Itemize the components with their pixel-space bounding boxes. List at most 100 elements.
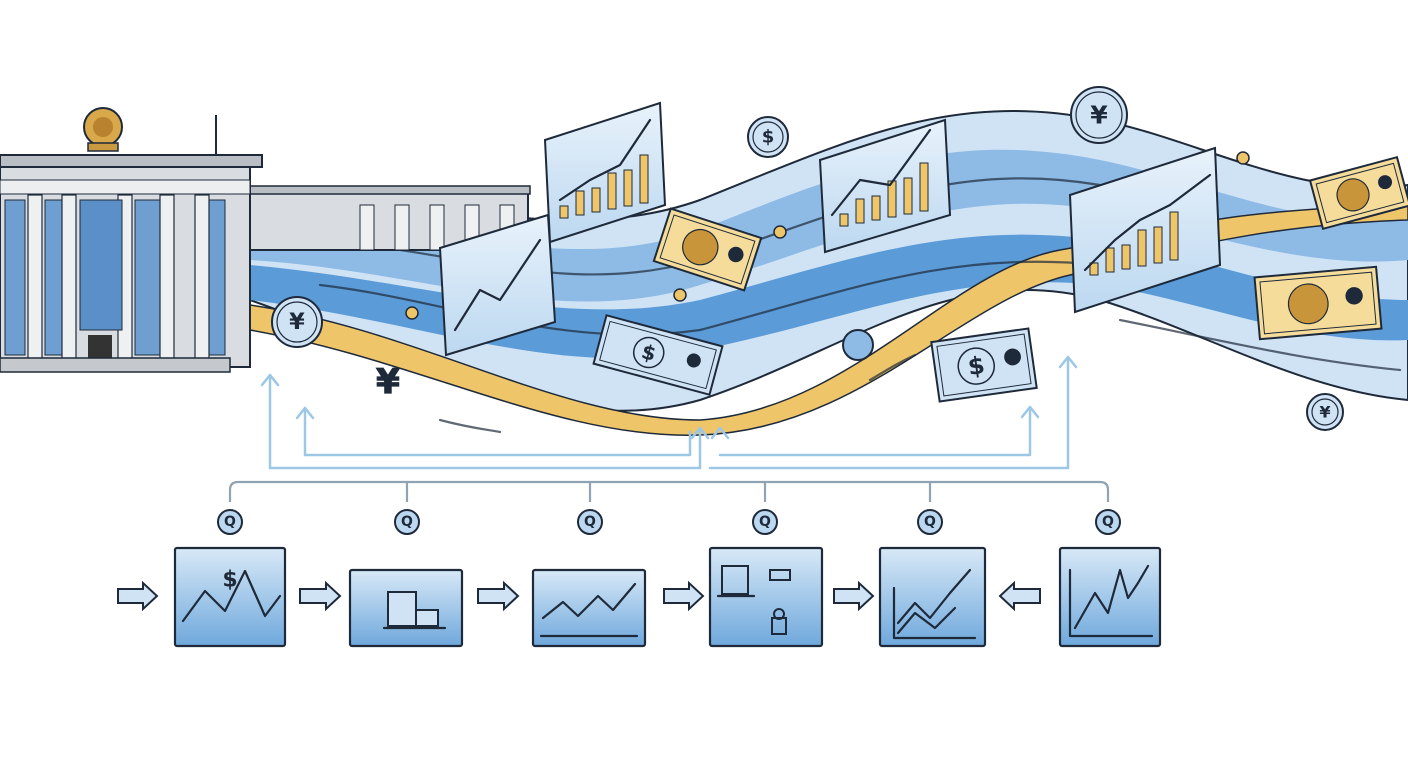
chart-bar [855, 198, 865, 224]
seal [1345, 287, 1363, 305]
portrait [1287, 283, 1329, 325]
chart-bar [1137, 229, 1147, 267]
bank-lock-icon [716, 565, 791, 635]
arrow-right-icon [477, 580, 520, 612]
query-badge-icon: Q [577, 509, 603, 535]
badge-label: Q [401, 514, 413, 530]
growth-chart-icon [892, 568, 977, 640]
coin-symbol: $ [762, 127, 775, 148]
process-step[interactable]: Q [531, 509, 647, 648]
window [4, 199, 26, 356]
query-badge-icon: Q [917, 509, 943, 535]
seal [1004, 348, 1021, 366]
coins: ¥ ¥ ¥ $ ¥ [271, 86, 1344, 431]
yuan-coin-icon: ¥ [1306, 393, 1344, 431]
column [27, 194, 43, 361]
coin-symbol: ¥ [1319, 403, 1331, 422]
window [79, 199, 123, 331]
chart-bar [623, 169, 633, 207]
upward-connectors [260, 355, 1078, 470]
seal [1378, 175, 1393, 190]
dot [773, 225, 787, 239]
query-badge-icon: Q [752, 509, 778, 535]
step-box [531, 568, 647, 648]
chart-bar [607, 172, 617, 210]
query-badge-icon: Q [394, 509, 420, 535]
yuan-banknote-icon [1308, 155, 1408, 231]
coin-symbol: ¥ [289, 309, 305, 335]
trend-line [558, 118, 652, 202]
trend-line [1083, 173, 1212, 272]
chart-bar [559, 205, 569, 219]
arrow-right-icon [663, 580, 705, 612]
yuan-banknote-icon [652, 207, 763, 292]
column [394, 204, 410, 251]
chart-bar [1169, 211, 1179, 261]
process-step[interactable]: Q [878, 509, 987, 648]
chart-panel [818, 118, 952, 254]
portrait [1336, 178, 1370, 212]
dollar-banknote-icon: $ [592, 314, 724, 396]
chart-bar [575, 190, 585, 216]
badge-label: Q [1102, 514, 1114, 530]
chart-bar [1105, 247, 1115, 273]
chart-bar [839, 213, 849, 227]
trend-line [830, 128, 932, 217]
yuan-coin-icon: ¥ [271, 296, 323, 348]
chart-bar [591, 187, 601, 213]
chart-panel [543, 101, 667, 244]
yuan-banknote-icon [1253, 265, 1383, 341]
process-step[interactable]: Q$ [173, 509, 287, 648]
emblem-icon [83, 107, 123, 152]
chart-bar [903, 177, 913, 215]
column [359, 204, 375, 251]
column [159, 194, 175, 361]
chart-bar [1089, 262, 1099, 276]
yuan-symbol-icon: ¥ [376, 361, 401, 402]
seal [728, 246, 744, 263]
step-box [878, 546, 987, 648]
mountain-dollar-icon: $ [181, 568, 282, 623]
chart-bar [871, 195, 881, 221]
dot [1236, 151, 1250, 165]
yuan-symbol: ¥ [376, 362, 400, 402]
dollar-sign: $ [222, 568, 237, 593]
column [61, 194, 77, 361]
volatile-chart-icon [1068, 564, 1154, 638]
dot [405, 306, 419, 320]
chart-panels [438, 101, 1222, 357]
trend-line [453, 238, 542, 332]
coin-icon [842, 329, 874, 361]
process-step[interactable]: Q [348, 509, 464, 648]
process-step[interactable]: Q [1058, 509, 1162, 648]
badge-label: Q [224, 514, 236, 530]
step-box [708, 546, 824, 648]
badge-label: Q [584, 514, 596, 530]
chart-bar [1153, 226, 1163, 264]
query-badge-icon: Q [1095, 509, 1121, 535]
chart-bar [1121, 244, 1131, 270]
documents-icon [382, 591, 447, 630]
step-box [173, 546, 287, 648]
badge-label: Q [759, 514, 771, 530]
arrow-left-icon [998, 580, 1041, 612]
arrow-right-icon [299, 580, 342, 612]
column [429, 204, 445, 251]
seal [686, 353, 701, 368]
arrow-right-icon [833, 580, 875, 612]
dollar-banknote-icon: $ [930, 327, 1038, 403]
trend-up-icon [539, 582, 639, 638]
bill-symbol: $ [639, 339, 659, 366]
process-bracket [228, 480, 1110, 502]
arrow-right-icon [117, 580, 159, 612]
yuan-coin-icon: ¥ [1070, 86, 1128, 144]
dot [673, 288, 687, 302]
chart-bar [919, 162, 929, 212]
step-box [1058, 546, 1162, 648]
chart-bar [887, 180, 897, 218]
process-step[interactable]: Q [708, 509, 824, 648]
query-badge-icon: Q [217, 509, 243, 535]
column [194, 194, 210, 361]
